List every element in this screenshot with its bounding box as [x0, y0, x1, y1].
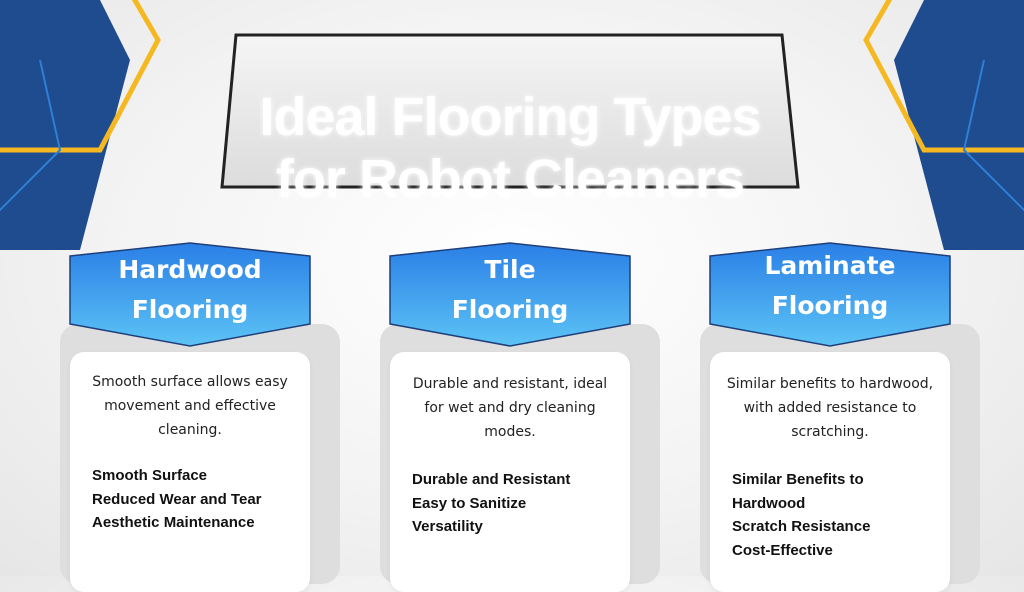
heading-line-1: Laminate [764, 251, 896, 280]
decorative-hexagon-right [863, 0, 1024, 250]
benefit-item: Smooth Surface [92, 467, 208, 484]
decorative-hexagon-left [0, 0, 161, 250]
benefit-item: Easy to Sanitize [412, 494, 527, 512]
benefit-list: Durable and Resistant Easy to Sanitize V… [412, 468, 622, 539]
card-description: Smooth surface allows easy movement and … [92, 374, 288, 438]
heading-line-1: Hardwood [118, 255, 262, 284]
benefit-item: Durable and Resistant [412, 471, 571, 488]
heading-line-2: Flooring [451, 295, 569, 324]
heading-line-2: Flooring [771, 291, 889, 320]
benefit-list: Smooth Surface Reduced Wear and Tear Aes… [92, 464, 302, 535]
info-card: Durable and resistant, ideal for wet and… [390, 352, 630, 592]
title-frame [220, 33, 800, 189]
hexagon-heading: Hardwood Flooring [68, 242, 312, 348]
info-card: Smooth surface allows easy movement and … [70, 352, 310, 592]
heading-text: Laminate Flooring [708, 246, 952, 326]
benefit-item: Hardwood [732, 494, 806, 512]
card-description: Durable and resistant, ideal for wet and… [412, 376, 608, 440]
heading-line-1: Tile [484, 255, 536, 284]
hexagon-heading: Tile Flooring [388, 242, 632, 348]
heading-text: Hardwood Flooring [68, 250, 312, 330]
benefit-item: Cost-Effective [732, 541, 833, 559]
page-title: Ideal Flooring Types for Robot Cleaners [220, 86, 800, 210]
heading-text: Tile Flooring [388, 250, 632, 330]
benefit-item: Similar Benefits to [732, 471, 864, 488]
title-line-1: Ideal Flooring Types [259, 87, 761, 147]
title-line-2: for Robot Cleaners [275, 149, 745, 209]
benefit-item: Aesthetic Maintenance [92, 514, 255, 531]
column-hardwood: Smooth surface allows easy movement and … [60, 242, 340, 592]
column-laminate: Similar benefits to hardwood, with added… [700, 242, 980, 592]
benefit-item: Reduced Wear and Tear [92, 490, 262, 508]
card-description: Similar benefits to hardwood, with added… [726, 376, 934, 440]
benefit-item: Scratch Resistance [732, 518, 871, 535]
column-tile: Durable and resistant, ideal for wet and… [380, 242, 660, 592]
title-banner: Ideal Flooring Types for Robot Cleaners [220, 32, 800, 209]
hexagon-heading: Laminate Flooring [708, 242, 952, 348]
heading-line-2: Flooring [131, 295, 249, 324]
benefit-list: Similar Benefits to Hardwood Scratch Res… [732, 468, 942, 562]
benefit-item: Versatility [412, 518, 483, 535]
info-card: Similar benefits to hardwood, with added… [710, 352, 950, 592]
